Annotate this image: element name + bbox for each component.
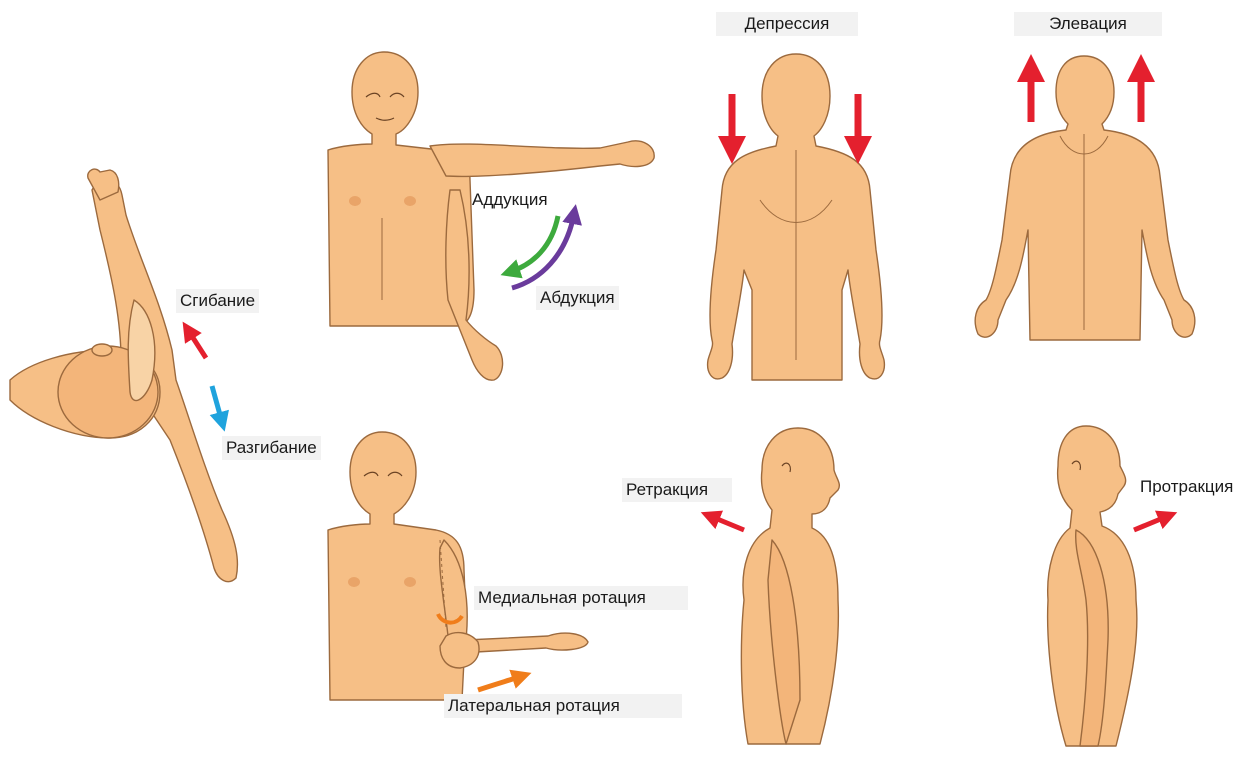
figure-front-rotation (328, 432, 588, 700)
extension-label: Разгибание (222, 436, 321, 460)
figure-front-abduction (328, 52, 654, 380)
flexion-label: Сгибание (176, 289, 259, 313)
flexion-arrow (188, 330, 206, 358)
figure-back-elevation (975, 56, 1195, 340)
protraction-label: Протракция (1136, 475, 1237, 499)
figure-side-retraction (741, 428, 839, 744)
medial-rotation-label: Медиальная ротация (474, 586, 688, 610)
abduction-label: Абдукция (536, 286, 619, 310)
depression-label: Депрессия (716, 12, 858, 36)
extension-arrow (212, 386, 222, 422)
adduction-label: Аддукция (468, 188, 552, 212)
lateral-rotation-label: Латеральная ротация (444, 694, 682, 718)
retraction-arrow (710, 516, 744, 530)
figure-top-view-flexion (10, 169, 237, 582)
lateral-rotation-arrow (478, 676, 522, 690)
elevation-label: Элевация (1014, 12, 1162, 36)
figure-side-protraction (1048, 426, 1137, 746)
retraction-label: Ретракция (622, 478, 732, 502)
protraction-arrow (1134, 516, 1168, 530)
